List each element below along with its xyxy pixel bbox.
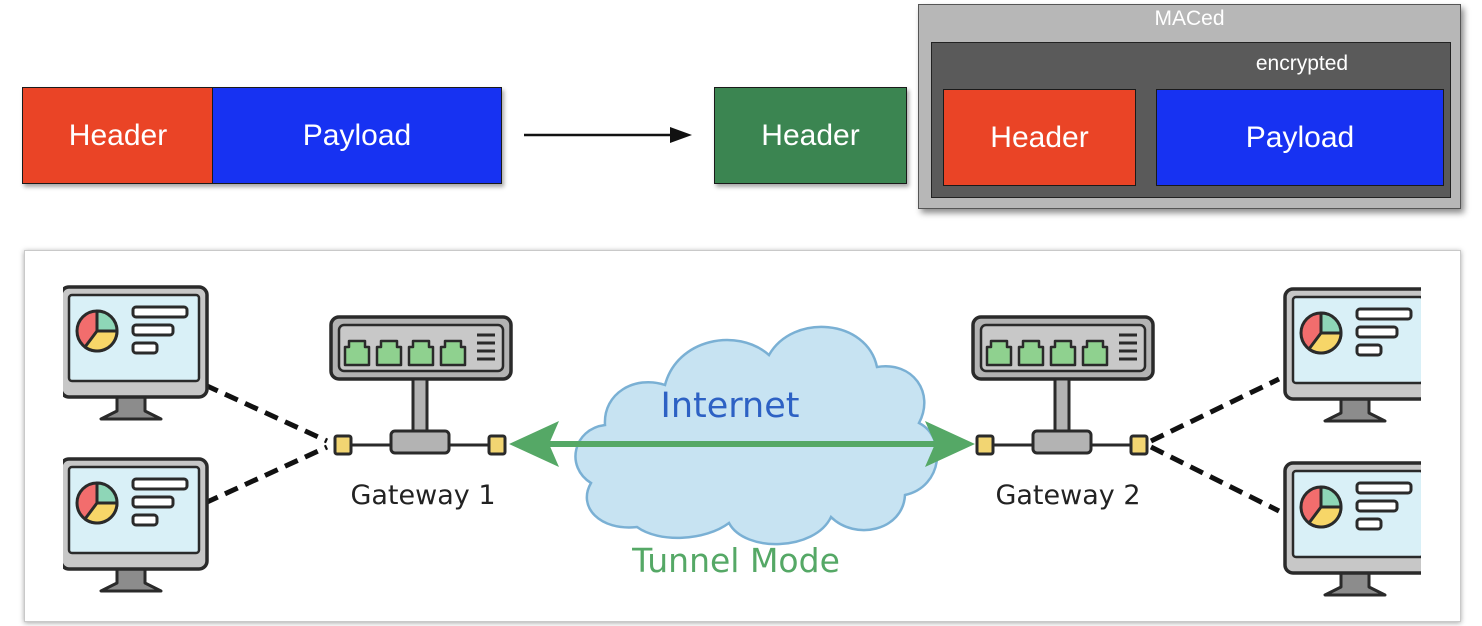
- dashed-link-left-bottom: [203, 444, 329, 506]
- computer-icon-left-top: [63, 285, 209, 421]
- tunnel-diagram-panel: Internet Gateway 1 Gateway 2 Tunnel Mode: [24, 250, 1461, 622]
- dashed-link-right-top: [1149, 376, 1281, 444]
- internet-cloud: [574, 325, 939, 546]
- transform-arrow: [524, 127, 692, 143]
- internet-label: Internet: [661, 386, 800, 426]
- encrypted-label: encrypted: [1255, 52, 1349, 75]
- outer-header-box: Header: [714, 87, 907, 184]
- encrypted-region: encrypted Header Payload: [931, 42, 1451, 198]
- computer-icon-right-bottom: [1283, 461, 1421, 597]
- transform-arrow-head: [670, 127, 692, 143]
- maced-region: MACed encrypted Header Payload: [918, 4, 1461, 209]
- original-packet: Header Payload: [22, 87, 502, 184]
- gateway-1-label: Gateway 1: [350, 480, 495, 511]
- maced-label: MACed: [1154, 7, 1225, 30]
- router-icon-gateway-1: [329, 315, 513, 456]
- dashed-link-right-bottom: [1149, 444, 1281, 514]
- computer-icon-left-bottom: [63, 457, 209, 593]
- gateway-2-label: Gateway 2: [995, 480, 1140, 511]
- dashed-link-left-top: [203, 382, 329, 444]
- inner-header-box: Header: [943, 89, 1136, 186]
- router-icon-gateway-2: [971, 315, 1155, 456]
- tunnel-arrow: [509, 421, 975, 467]
- original-header-box: Header: [22, 87, 214, 184]
- original-payload-box: Payload: [212, 87, 502, 184]
- inner-payload-box: Payload: [1156, 89, 1444, 186]
- tunnel-mode-label: Tunnel Mode: [631, 541, 840, 580]
- computer-icon-right-top: [1283, 287, 1421, 423]
- tunnel-diagram: Internet Gateway 1 Gateway 2 Tunnel Mode: [63, 285, 1421, 597]
